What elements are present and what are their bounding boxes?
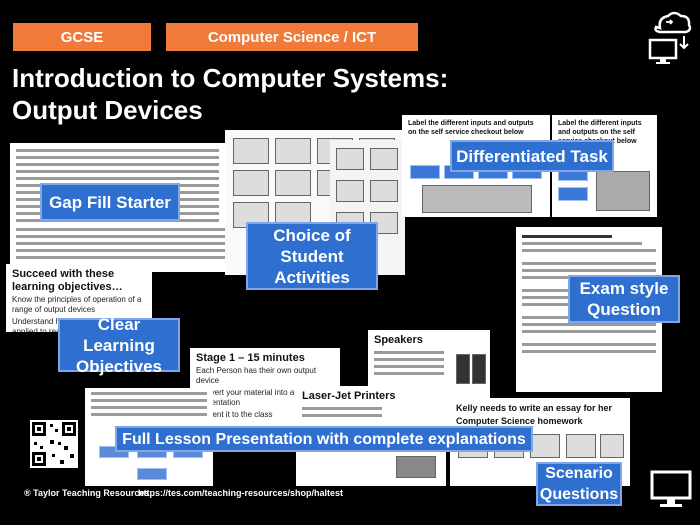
copyright-text: ® Taylor Teaching Resources bbox=[24, 488, 150, 498]
level-tag: GCSE bbox=[13, 23, 151, 51]
cloud-sync-icon bbox=[648, 11, 692, 64]
label-task-text-1: Label the different inputs and outputs o… bbox=[408, 120, 534, 136]
kelly-text: Kelly needs to write an essay for her Co… bbox=[456, 403, 613, 426]
objective-1: Know the principles of operation of a ra… bbox=[12, 295, 142, 314]
choice-callout: Choice of Student Activities bbox=[246, 222, 378, 290]
scenario-callout: Scenario Questions bbox=[536, 462, 622, 506]
laser-heading: Laser-Jet Printers bbox=[302, 390, 396, 402]
gap-fill-callout: Gap Fill Starter bbox=[40, 183, 180, 221]
stage-bullet-3: Present it to the class bbox=[196, 410, 273, 419]
speakers-thumbnail: Speakers bbox=[368, 330, 490, 430]
stage-bullet-1: Each Person has their own output device bbox=[196, 366, 317, 385]
shop-url[interactable]: https://tes.com/teaching-resources/shop/… bbox=[138, 488, 344, 498]
title-line-1: Introduction to Computer Systems: bbox=[12, 63, 449, 93]
presentation-callout: Full Lesson Presentation with complete e… bbox=[115, 426, 533, 452]
exam-callout: Exam style Question bbox=[568, 275, 680, 323]
monitor-icon bbox=[650, 470, 692, 507]
title-line-2: Output Devices bbox=[12, 95, 203, 125]
stage-heading: Stage 1 – 15 minutes bbox=[196, 352, 305, 364]
objectives-callout: Clear Learning Objectives bbox=[58, 315, 180, 376]
subject-tag: Computer Science / ICT bbox=[166, 23, 418, 51]
speakers-heading: Speakers bbox=[374, 334, 423, 346]
stage-bullet-2: Convert your material into a presentatio… bbox=[196, 388, 295, 407]
gap-fill-thumbnail-bottom bbox=[10, 222, 236, 272]
differentiated-callout: Differentiated Task bbox=[450, 140, 614, 172]
page-title: Introduction to Computer Systems: Output… bbox=[12, 62, 448, 126]
qr-code-icon bbox=[30, 420, 78, 468]
objectives-heading: Succeed with these learning objectives… bbox=[12, 268, 123, 293]
